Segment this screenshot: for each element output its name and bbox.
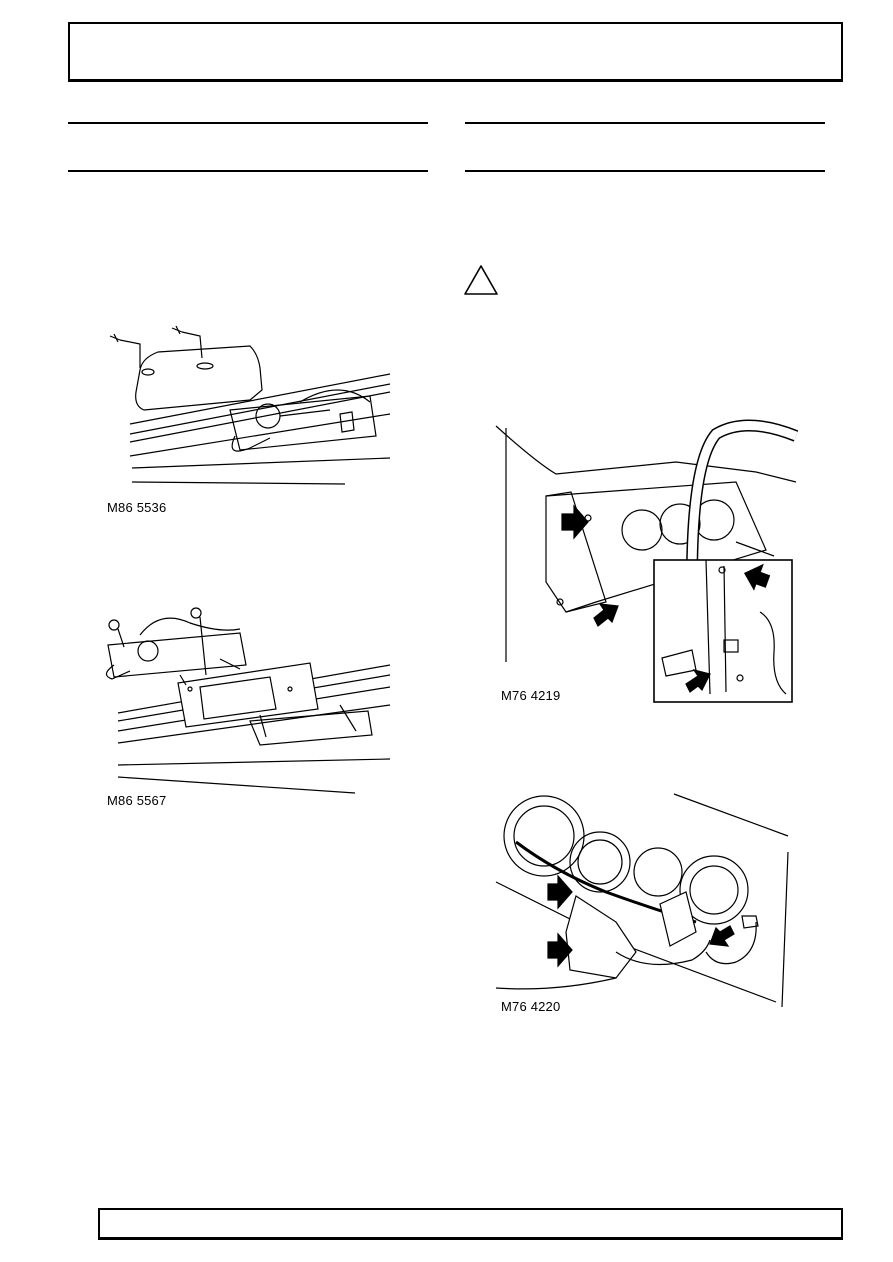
page-footer-frame	[98, 1208, 843, 1240]
figure-1-illustration	[109, 325, 391, 485]
left-section-rule-bottom	[68, 170, 428, 172]
figure-2-caption: M86 5567	[107, 793, 167, 808]
figure-2-illustration	[105, 607, 391, 794]
right-section-rule-top	[465, 122, 825, 124]
figure-3-illustration	[495, 419, 799, 703]
figure-4-illustration	[495, 793, 789, 1008]
figure-3-caption: M76 4219	[501, 688, 561, 703]
page-header-frame	[68, 22, 843, 82]
right-section-rule-bottom	[465, 170, 825, 172]
warning-triangle-icon	[464, 265, 498, 295]
figure-1-caption: M86 5536	[107, 500, 167, 515]
figure-4-caption: M76 4220	[501, 999, 561, 1014]
left-section-rule-top	[68, 122, 428, 124]
